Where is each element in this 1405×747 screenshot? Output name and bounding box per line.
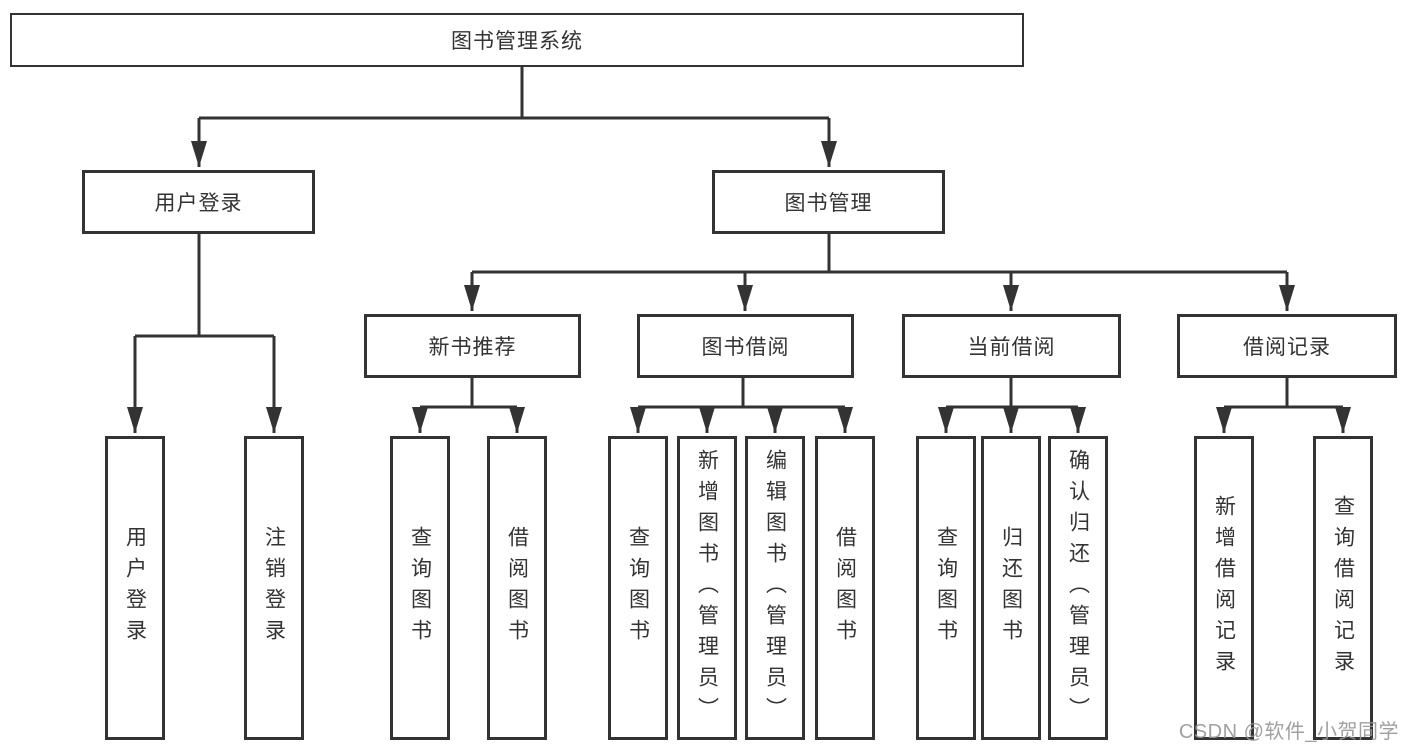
node-query-book-borrow: 查询图书 xyxy=(608,436,668,740)
node-label: 借阅记录 xyxy=(1243,336,1331,359)
node-label: 新增图书（管理员） xyxy=(695,448,719,728)
node-add-borrow-record: 新增借阅记录 xyxy=(1194,436,1254,740)
node-label: 用户登录 xyxy=(154,192,243,215)
node-label: 图书管理 xyxy=(784,192,873,215)
node-logout-login: 注销登录 xyxy=(244,436,304,740)
node-label: 编辑图书（管理员） xyxy=(763,448,787,728)
node-confirm-return-admin: 确认归还（管理员） xyxy=(1048,436,1108,740)
node-label: 借阅图书 xyxy=(505,526,529,650)
node-user-login: 用户登录 xyxy=(105,436,165,740)
node-label: 借阅图书 xyxy=(833,526,857,650)
node-label: 查询借阅记录 xyxy=(1331,495,1355,681)
watermark: CSDN @软件_小贺同学 xyxy=(1178,721,1399,743)
node-edit-book-admin: 编辑图书（管理员） xyxy=(745,436,805,740)
node-new-book-recommend: 新书推荐 xyxy=(364,314,581,378)
node-label: 注销登录 xyxy=(262,526,286,650)
node-borrow-book: 借阅图书 xyxy=(815,436,875,740)
node-current-borrow: 当前借阅 xyxy=(902,314,1121,378)
node-label: 确认归还（管理员） xyxy=(1066,448,1090,728)
node-book-management-group: 图书管理 xyxy=(712,170,945,234)
node-label: 当前借阅 xyxy=(967,336,1056,359)
node-query-borrow-record: 查询借阅记录 xyxy=(1313,436,1373,740)
node-label: 查询图书 xyxy=(934,526,958,650)
node-label: 用户登录 xyxy=(123,526,147,650)
node-book-borrow: 图书借阅 xyxy=(637,314,854,378)
node-add-book-admin: 新增图书（管理员） xyxy=(677,436,737,740)
node-borrow-record: 借阅记录 xyxy=(1177,314,1397,378)
node-label: 图书管理系统 xyxy=(451,30,583,53)
node-label: 新增借阅记录 xyxy=(1212,495,1236,681)
node-root: 图书管理系统 xyxy=(10,13,1024,67)
node-label: 查询图书 xyxy=(408,526,432,650)
node-label: 图书借阅 xyxy=(701,336,790,359)
node-query-book-recommend: 查询图书 xyxy=(390,436,450,740)
node-return-book: 归还图书 xyxy=(981,436,1041,740)
node-borrow-book-recommend: 借阅图书 xyxy=(487,436,547,740)
node-label: 新书推荐 xyxy=(428,336,517,359)
node-user-login-group: 用户登录 xyxy=(82,170,315,234)
node-label: 查询图书 xyxy=(626,526,650,650)
node-query-book-current: 查询图书 xyxy=(916,436,976,740)
node-label: 归还图书 xyxy=(999,526,1023,650)
